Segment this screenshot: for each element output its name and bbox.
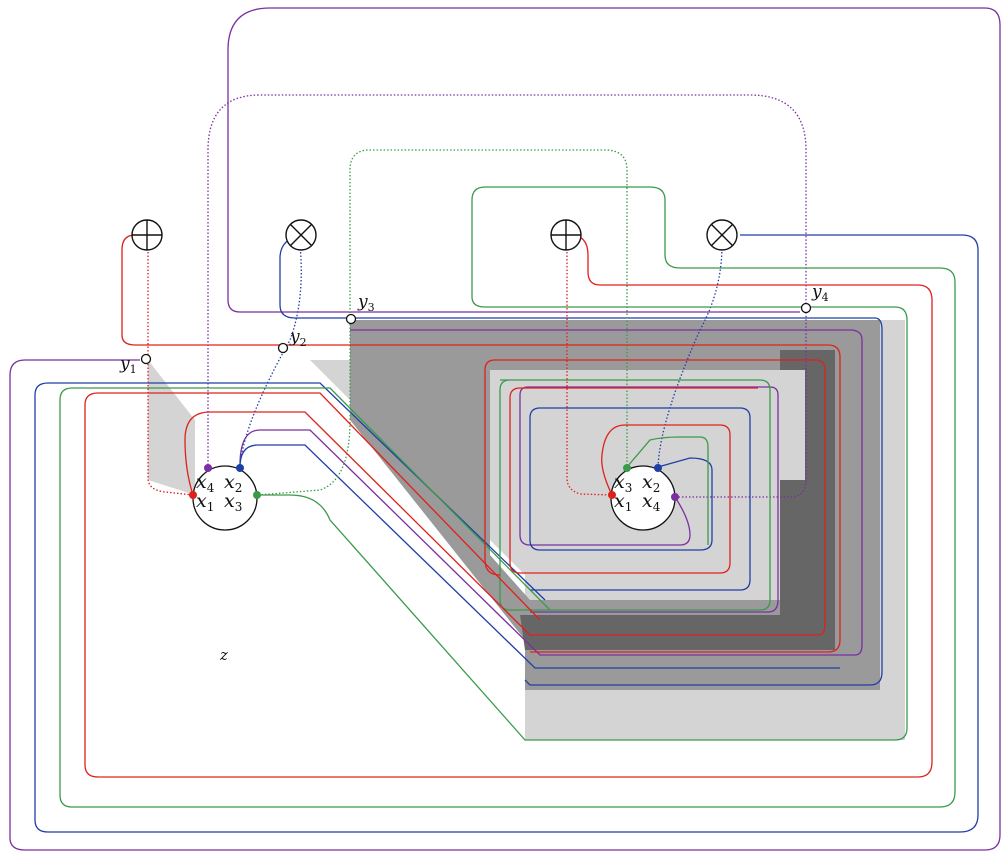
- purple-top-dotted: [207, 94, 807, 465]
- left-label-x3: x3: [224, 490, 242, 514]
- shade-left-box: [148, 360, 195, 495]
- label-y3: y3: [357, 292, 375, 314]
- left-label-x4: x4: [196, 471, 215, 495]
- left-port-x4: [204, 464, 212, 472]
- node-y3: [345, 313, 357, 325]
- left-port-x3: [253, 491, 261, 499]
- right-label-x3: x3: [614, 471, 632, 495]
- blue-dotted-y2: [239, 244, 302, 466]
- red-inner-loop: [509, 387, 758, 574]
- red-band: [184, 359, 826, 636]
- green-left-dotted: [257, 320, 351, 496]
- green-outer-loop: [59, 186, 956, 808]
- green-inner-loop: [499, 379, 771, 611]
- node-y4: [800, 302, 812, 314]
- otimes-icon: [285, 219, 317, 251]
- green-curves: [59, 149, 956, 808]
- red-curves: [84, 234, 933, 778]
- blue-inner-loop: [529, 407, 751, 591]
- shade-right-strip: [680, 370, 805, 480]
- purple-outer-loop: [9, 7, 1001, 851]
- red-outer-loop: [84, 234, 933, 778]
- right-port-x2: [654, 464, 662, 472]
- otimes-icon: [706, 219, 738, 251]
- label-y2: y2: [289, 327, 307, 349]
- node-y1: [140, 353, 152, 365]
- oplus-icon: [550, 219, 582, 251]
- left-label-x1: x1: [196, 490, 214, 514]
- node-y2: [277, 342, 289, 354]
- oplus-icon: [131, 219, 163, 251]
- right-label-x2: x2: [642, 471, 660, 495]
- shade-mid-region: [350, 320, 880, 690]
- blue-outer-loop: [34, 234, 979, 833]
- right-port-x3: [623, 464, 631, 472]
- right-label-x4: x4: [642, 490, 661, 514]
- left-port-x1: [189, 491, 197, 499]
- blue-top-left: [279, 234, 883, 686]
- green-top-dotted: [349, 149, 628, 465]
- red-top-left: [121, 234, 841, 653]
- label-y1: y1: [119, 354, 137, 376]
- right-port-x4: [671, 493, 679, 501]
- left-port-x2: [236, 464, 244, 472]
- left-label-x2: x2: [224, 471, 242, 495]
- right-port-x1: [608, 491, 616, 499]
- purple-curves: [9, 7, 1001, 851]
- right-label-x1: x1: [614, 490, 632, 514]
- purple-band-1: [239, 329, 863, 656]
- blue-band: [239, 444, 840, 669]
- label-y4: y4: [811, 282, 829, 304]
- region-label-z: z: [219, 646, 228, 664]
- blue-curves: [34, 234, 979, 833]
- purple-inner-loop: [519, 386, 779, 613]
